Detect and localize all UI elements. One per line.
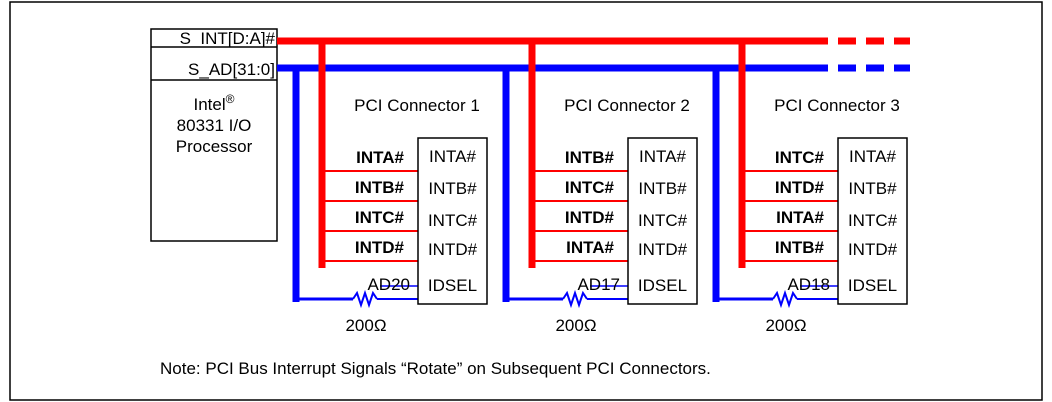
bus-input-label: INTB# — [565, 148, 615, 167]
resistor-symbol — [562, 289, 588, 309]
bus-input-label: INTD# — [775, 178, 825, 197]
pci-connector-1-group: PCI Connector 1 INTA# INTB# INTC# INTD# INTA#… — [292, 41, 488, 335]
ad-signal-label: S_AD[31:0] — [188, 60, 275, 79]
connector-title: PCI Connector 2 — [564, 96, 690, 115]
connector-title: PCI Connector 1 — [354, 96, 480, 115]
ad-line-label: AD18 — [787, 275, 830, 294]
connector-pin-label: INTC# — [848, 211, 898, 230]
processor-box — [150, 28, 278, 242]
bus-input-label: INTA# — [356, 148, 404, 167]
resistor-symbol — [772, 289, 798, 309]
bus-input-label: INTB# — [775, 238, 825, 257]
connector-pin-label: INTA# — [849, 147, 896, 166]
connector-pin-label: INTC# — [638, 211, 688, 230]
processor-name-line3: Processor — [176, 137, 253, 156]
connector-pin-label: IDSEL — [428, 276, 477, 295]
processor-name-intel: Intel — [194, 95, 226, 114]
processor-name-line2: 80331 I/O — [177, 116, 252, 135]
bus-input-label: INTA# — [776, 208, 824, 227]
connector-pin-label: INTD# — [638, 240, 688, 259]
connector-pin-label: INTA# — [429, 147, 476, 166]
resistor-value: 200Ω — [555, 316, 596, 335]
connector-groups: PCI Connector 1 INTA# INTB# INTC# INTD# INTA#… — [292, 41, 908, 335]
ad-line-label: AD17 — [577, 275, 620, 294]
bus-input-label: INTB# — [355, 178, 405, 197]
bus-input-label: INTC# — [355, 208, 405, 227]
int-signal-label: S_INT[D:A]# — [180, 29, 276, 48]
trademark-symbol: ® — [226, 92, 235, 106]
pci-connector-2-box — [627, 137, 698, 305]
pci-connector-3-group: PCI Connector 3 INTC# INTD# INTA# INTB# INTA#… — [712, 41, 908, 335]
bus-input-label: INTC# — [565, 178, 615, 197]
connector-pin-label: INTB# — [638, 179, 687, 198]
processor-name-line1: Intel® — [194, 92, 235, 114]
connector-pin-label: IDSEL — [638, 276, 687, 295]
pci-connector-2-group: PCI Connector 2 INTB# INTC# INTD# INTA# INTA#… — [502, 41, 698, 335]
connector-pin-label: INTD# — [428, 240, 478, 259]
rotation-note: Note: PCI Bus Interrupt Signals “Rotate”… — [160, 359, 711, 378]
bus-input-label: INTD# — [355, 238, 405, 257]
connector-pin-label: INTC# — [428, 211, 478, 230]
connector-pin-label: INTD# — [848, 240, 898, 259]
ad-line-label: AD20 — [367, 275, 410, 294]
resistor-symbol — [352, 289, 378, 309]
connector-pin-label: INTA# — [639, 147, 686, 166]
connector-pin-label: IDSEL — [848, 276, 897, 295]
resistor-value: 200Ω — [765, 316, 806, 335]
bus-input-label: INTC# — [775, 148, 825, 167]
bus-input-label: INTD# — [565, 208, 615, 227]
pci-connector-3-box — [837, 137, 908, 305]
pci-connector-1-box — [417, 137, 488, 305]
connector-pin-label: INTB# — [428, 179, 477, 198]
diagram-frame — [9, 1, 1043, 401]
resistor-value: 200Ω — [345, 316, 386, 335]
connector-title: PCI Connector 3 — [774, 96, 900, 115]
connector-pin-label: INTB# — [848, 179, 897, 198]
bus-input-label: INTA# — [566, 238, 614, 257]
processor-block: S_INT[D:A]# S_AD[31:0] Intel® 80331 I/O … — [150, 28, 278, 242]
